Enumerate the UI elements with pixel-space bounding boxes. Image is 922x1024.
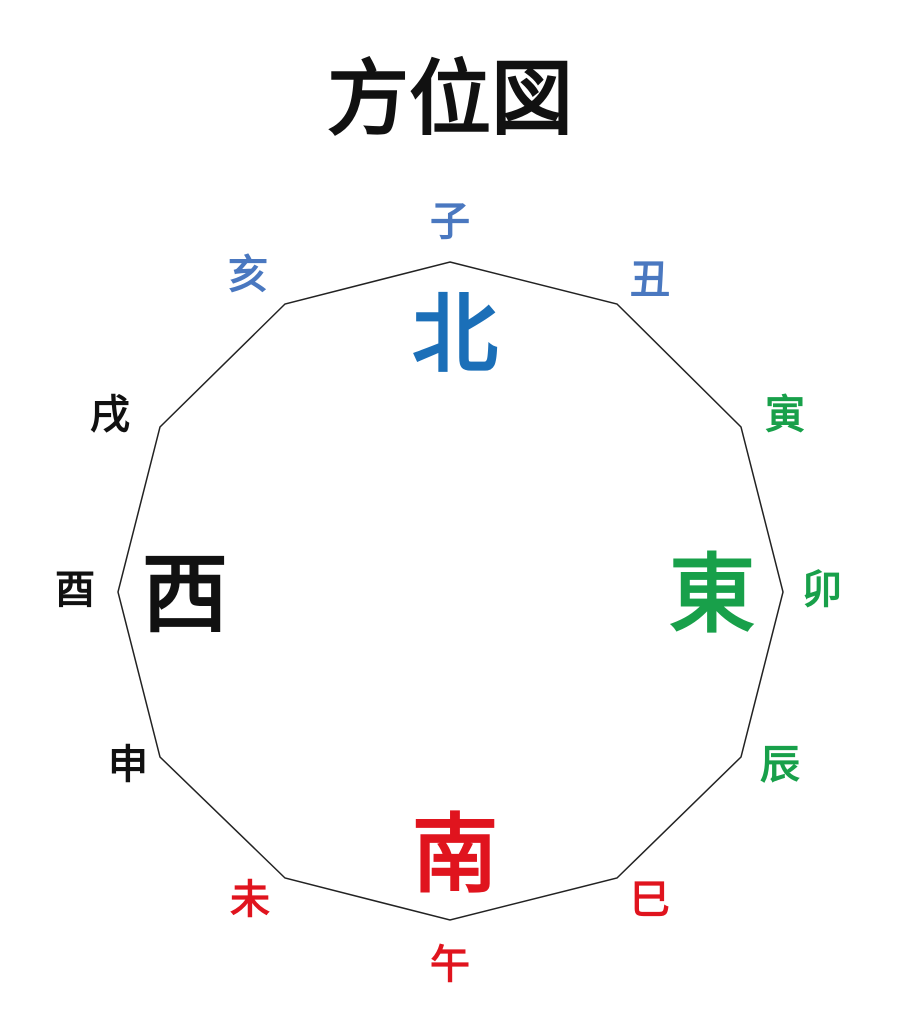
branch-uma: 午 [430,942,470,988]
branch-ushi: 丑 [630,257,670,303]
direction-north: 北 [412,285,498,385]
diagram-title: 方位図 [326,52,574,147]
branch-ne: 子 [430,199,470,245]
branch-hitsuji: 未 [230,877,270,923]
branch-i: 亥 [228,252,268,298]
branch-tatsu: 辰 [760,742,800,788]
branch-u: 卯 [802,567,842,613]
direction-west: 西 [142,545,228,645]
branch-tora: 寅 [765,392,805,438]
direction-south: 南 [412,805,498,905]
direction-east: 東 [669,545,755,645]
branch-tori: 酉 [55,567,95,613]
branch-mi: 巳 [630,877,670,923]
branch-inu: 戌 [90,392,130,438]
branch-saru: 申 [108,742,148,788]
